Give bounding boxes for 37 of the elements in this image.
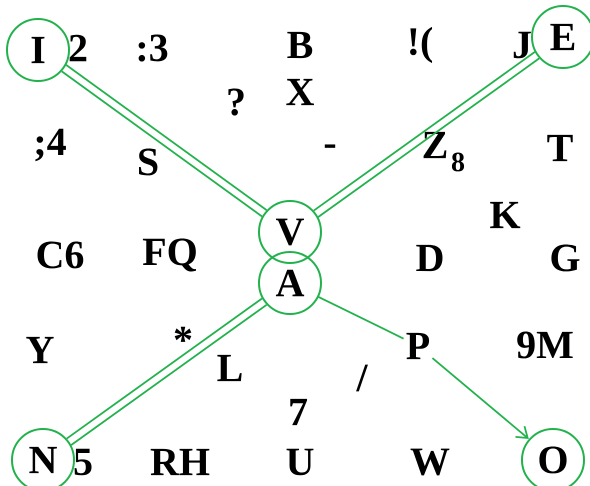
glyph: L <box>217 354 242 382</box>
line <box>318 296 404 340</box>
glyph: :3 <box>138 34 168 62</box>
glyph: - <box>324 144 336 148</box>
circled-letter: A <box>258 250 322 315</box>
glyph: 5 <box>74 448 92 476</box>
glyph: 8 <box>452 152 464 172</box>
glyph: C6 <box>38 242 84 268</box>
circled-letter: I <box>6 18 70 82</box>
glyph: Z <box>424 132 446 158</box>
glyph: K <box>490 202 520 228</box>
glyph: X <box>286 78 314 106</box>
glyph: ? <box>228 88 244 116</box>
line <box>432 357 529 439</box>
glyph: ;4 <box>35 128 66 162</box>
glyph: T <box>547 134 573 162</box>
glyph: D <box>416 244 442 272</box>
glyph: * <box>174 326 192 342</box>
circled-letter: V <box>258 200 322 264</box>
glyph: U <box>286 448 314 476</box>
glyph: 9M <box>517 332 573 358</box>
glyph: W <box>410 448 450 476</box>
glyph: FQ <box>142 238 196 272</box>
glyph: G <box>551 244 580 272</box>
glyph: S <box>139 148 158 176</box>
glyph: 2 <box>70 34 86 62</box>
glyph: J <box>514 32 531 58</box>
glyph: !( <box>410 26 432 64</box>
circled-letter: E <box>531 5 590 69</box>
circled-letter: N <box>11 428 75 486</box>
glyph: 7 <box>290 398 308 426</box>
circled-letter: O <box>521 428 585 486</box>
letter: P <box>406 332 430 360</box>
glyph: Y <box>26 336 54 364</box>
glyph: / <box>356 364 368 392</box>
glyph: RH <box>150 448 210 476</box>
glyph: B <box>287 32 312 58</box>
